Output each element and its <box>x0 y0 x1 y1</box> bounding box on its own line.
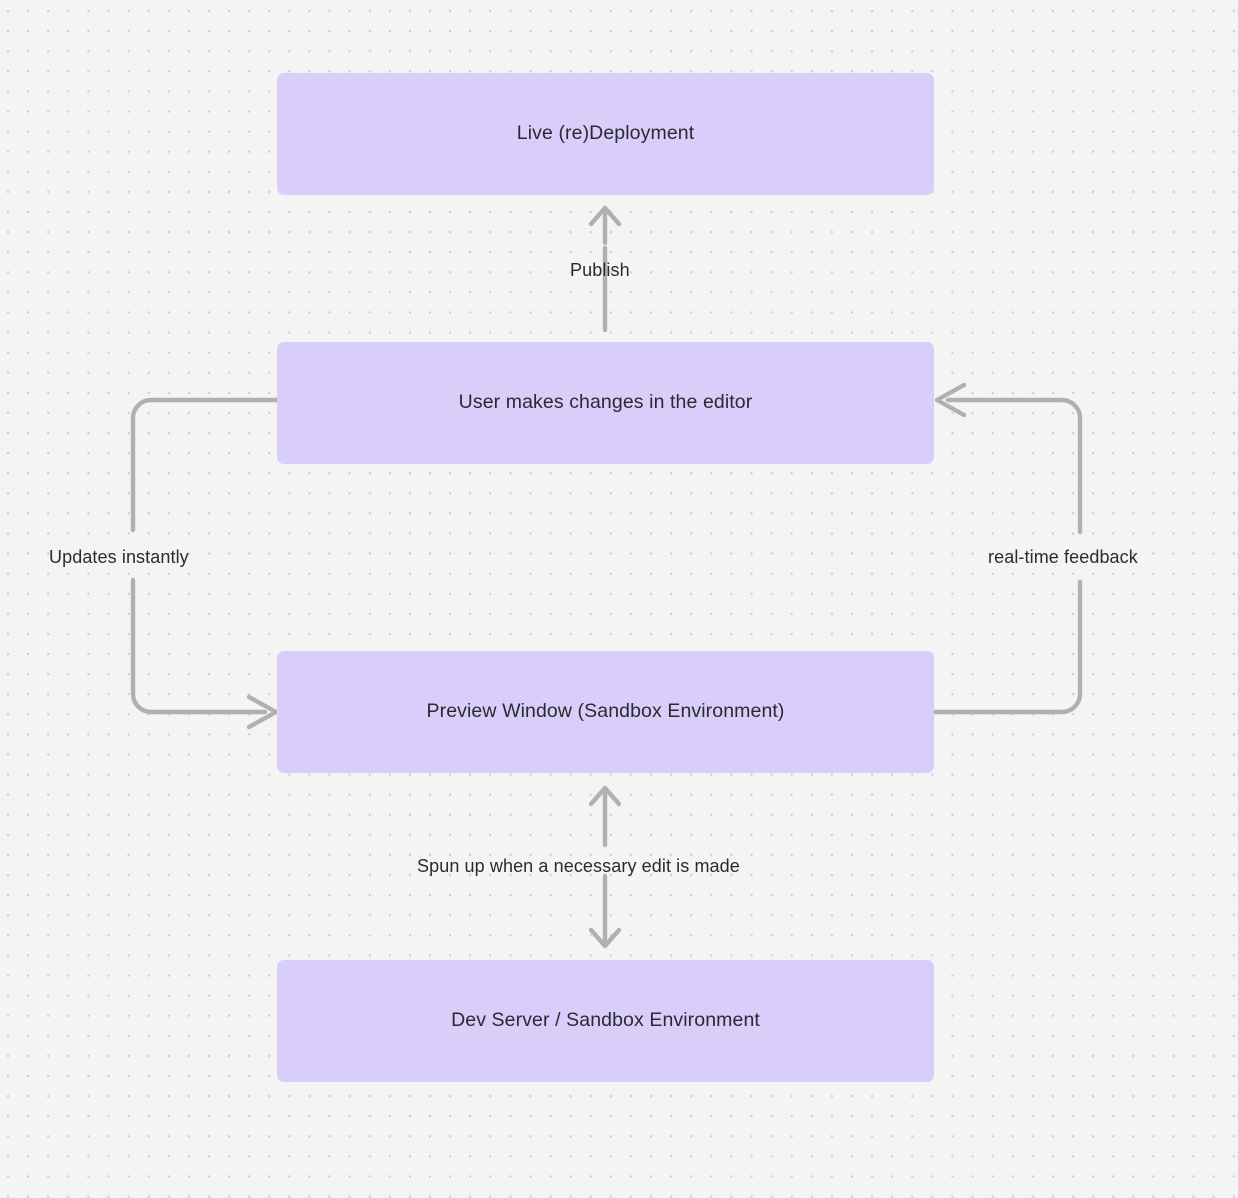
node-user-makes-changes-label: User makes changes in the editor <box>458 391 753 414</box>
node-preview-window-label: Preview Window (Sandbox Environment) <box>426 700 785 723</box>
edge-label-updates-instantly: Updates instantly <box>49 547 189 567</box>
edge-label-spun-up: Spun up when a necessary edit is made <box>417 856 740 876</box>
node-user-makes-changes[interactable]: User makes changes in the editor <box>277 342 934 464</box>
node-dev-server[interactable]: Dev Server / Sandbox Environment <box>277 960 934 1082</box>
node-dev-server-label: Dev Server / Sandbox Environment <box>451 1009 760 1032</box>
edge-label-publish: Publish <box>570 260 630 280</box>
edge-label-realtime-feedback: real-time feedback <box>988 547 1138 567</box>
node-live-redeployment[interactable]: Live (re)Deployment <box>277 73 934 195</box>
node-preview-window[interactable]: Preview Window (Sandbox Environment) <box>277 651 934 773</box>
node-live-redeployment-label: Live (re)Deployment <box>516 122 695 145</box>
